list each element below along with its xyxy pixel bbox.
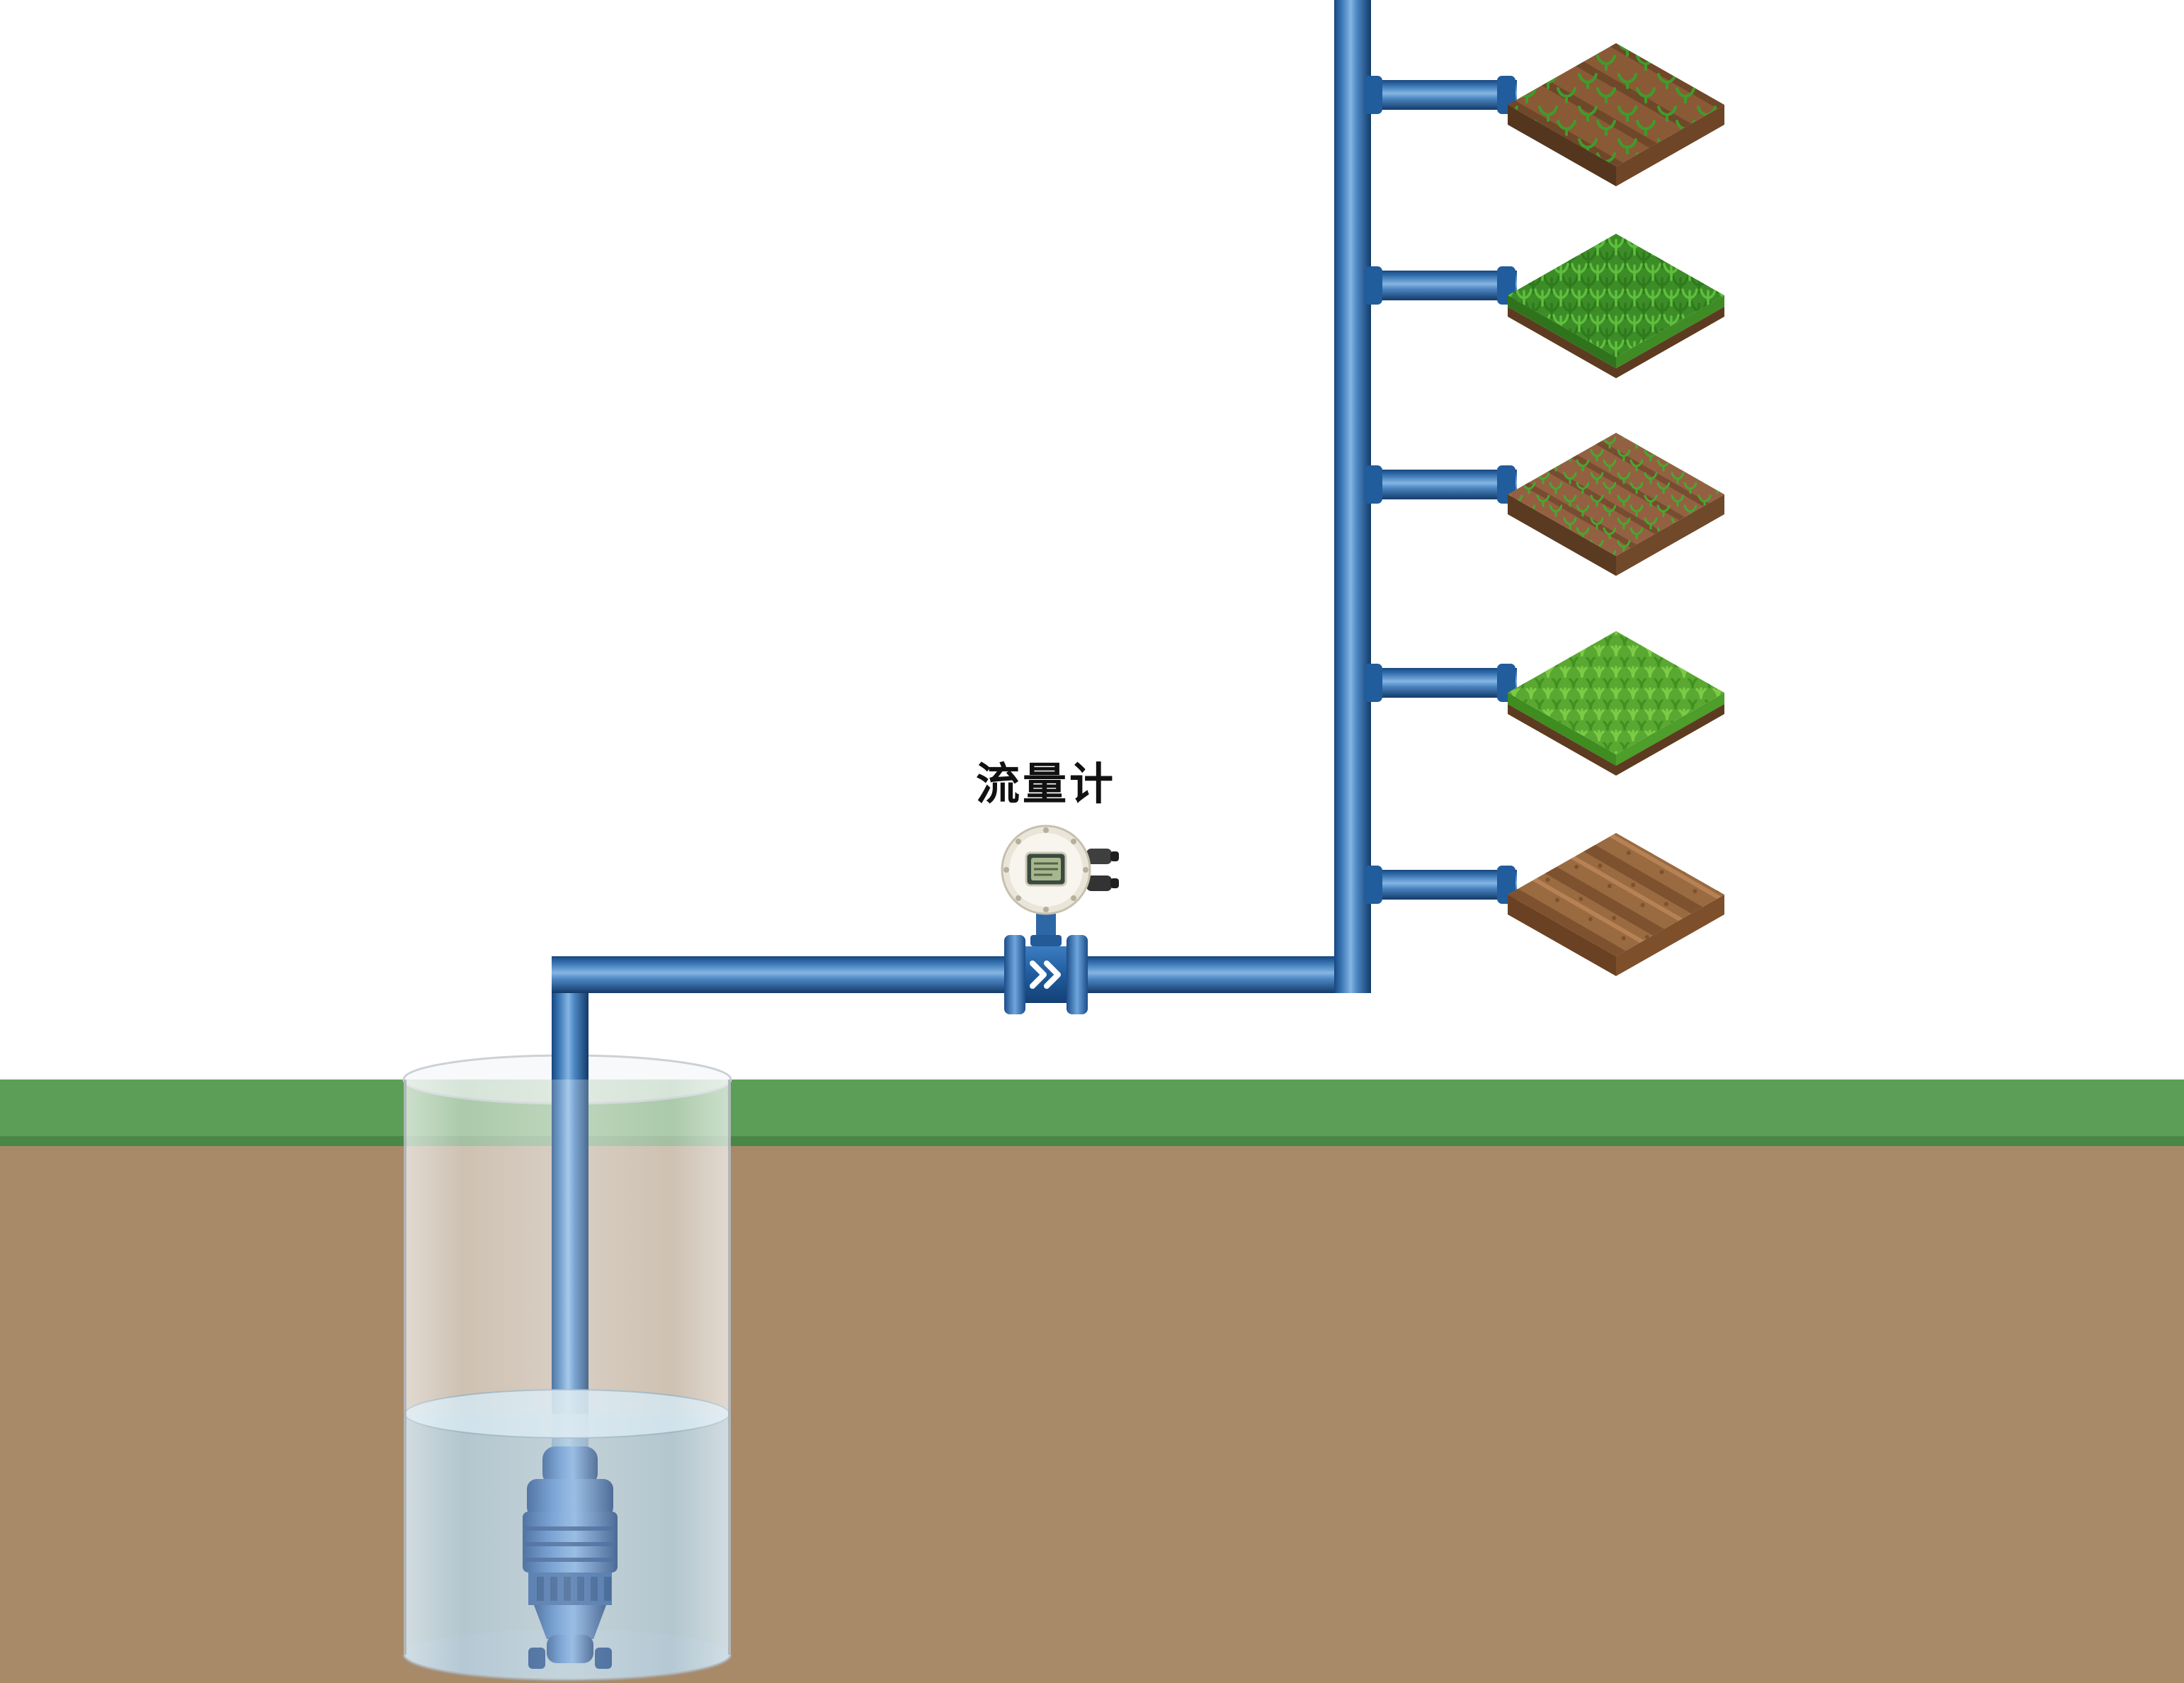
plot-side-left-base [1508,307,1616,378]
flow-meter-screen-lines [1034,862,1058,876]
plot-furrows [1508,833,1724,956]
plot-side-right-base [1616,704,1724,776]
branch-collar-junction [1364,866,1382,904]
branch-collar-junction [1364,664,1382,702]
plot-crops [1508,43,1724,166]
branch-pipe-3 [1364,465,1517,504]
well-glass-front [402,1080,732,1682]
branch-pipe-2 [1364,266,1517,305]
grass-band-edge [0,1136,2184,1146]
field-plot-1 [1508,43,1724,186]
field-plot-3 [1508,433,1724,576]
plot-crops-light [1508,234,1724,357]
plot-side-right [1616,494,1724,576]
flow-meter-gland-tip-top [1110,851,1119,861]
branch-collar-junction [1364,266,1382,305]
flow-meter-flange-left [1004,935,1025,1014]
main-horizontal-pipe [552,956,1371,993]
flow-meter-label: 流量计 [976,760,1116,809]
plot-side-left [1508,494,1616,576]
plot-side-right [1616,693,1724,766]
plot-side-left-base [1508,704,1616,776]
well-glass-sheen [404,1080,731,1680]
ground [0,1080,2184,1683]
flow-meter-bolts [1003,827,1088,912]
flow-meter-gland-tip-bottom [1110,878,1119,888]
branch-pipe-5 [1364,866,1517,904]
main-pipes [552,0,1371,993]
plot-side-right [1616,105,1724,186]
branch-collar-junction [1364,76,1382,114]
branch-pipe [1371,80,1517,110]
plot-side-left [1508,295,1616,368]
soil [0,1146,2184,1683]
branch-pipe [1371,870,1517,900]
branch-pipe-4 [1364,664,1517,702]
field-plot-4 [1508,631,1724,776]
field-plot-2 [1508,234,1724,378]
field-plot-5 [1508,833,1724,976]
plot-side-right [1616,295,1724,368]
plot-grass-light [1508,631,1724,754]
well-edge-bottom [402,1654,732,1682]
branch-collar-junction [1364,465,1382,504]
branch-pipes [1364,76,1517,904]
branch-pipe [1371,470,1517,499]
plot-side-left [1508,105,1616,186]
flow-meter [1001,824,1119,1014]
field-plots [1508,43,1724,976]
plot-side-left [1508,693,1616,766]
plot-side-left [1508,895,1616,976]
branch-pipe-1 [1364,76,1517,114]
flow-direction-arrows [1030,960,1061,989]
plot-side-right-base [1616,307,1724,378]
branch-pipe [1371,668,1517,698]
plot-side-right [1616,895,1724,976]
flow-meter-gland-top [1086,849,1112,864]
plot-crops [1508,433,1724,556]
branch-pipe [1371,271,1517,300]
flow-meter-flange-right [1067,935,1088,1014]
flow-meter-neck-nut [1030,935,1062,946]
flow-meter-gland-bottom [1086,876,1112,891]
grass-band [0,1080,2184,1136]
